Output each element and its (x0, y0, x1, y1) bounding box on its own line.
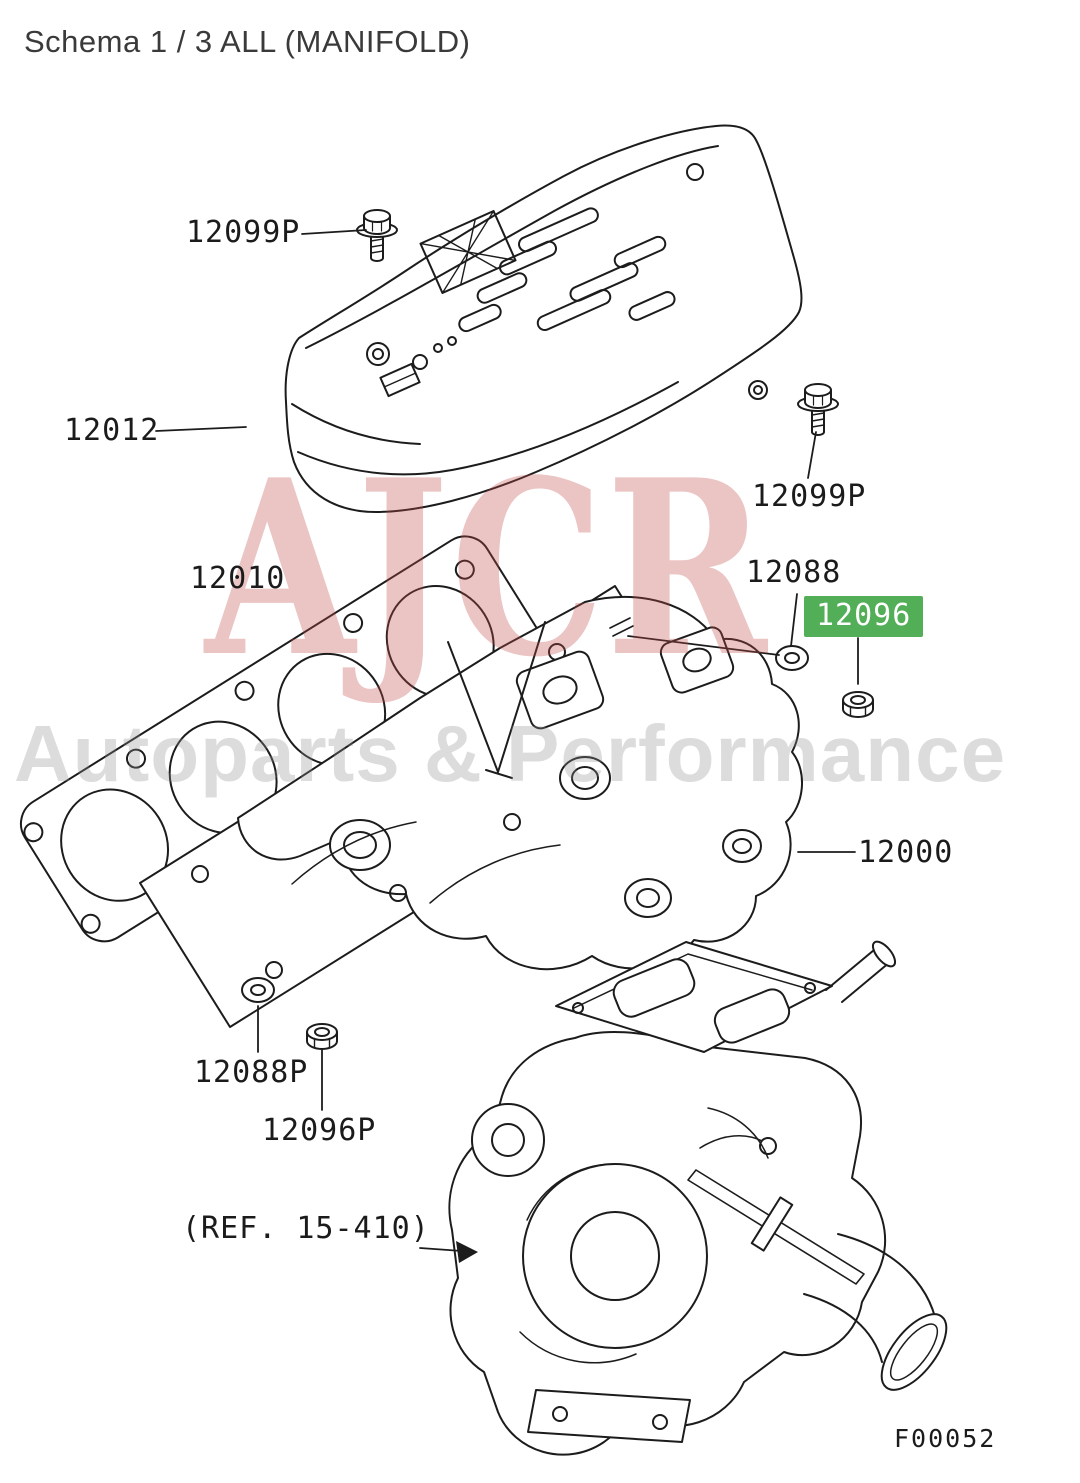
turbocharger-drawing (448, 940, 948, 1456)
part-label-12099P-top[interactable]: 12099P (186, 215, 301, 250)
nut-icon-bottom (306, 1023, 338, 1050)
leader-lines (155, 229, 859, 1263)
part-label-12088[interactable]: 12088 (746, 555, 842, 590)
heat-shield-drawing (284, 124, 803, 513)
part-label-12096-selected[interactable]: 12096 (804, 596, 924, 637)
washer-icon-bottom (241, 977, 275, 1003)
part-label-12088P[interactable]: 12088P (194, 1055, 309, 1090)
part-label-12099P-right[interactable]: 12099P (752, 479, 867, 514)
part-label-12096P[interactable]: 12096P (262, 1113, 377, 1148)
flange-bolt-icon-right (797, 383, 839, 436)
part-label-12010[interactable]: 12010 (190, 561, 286, 596)
part-label-12012[interactable]: 12012 (64, 413, 160, 448)
reference-label: (REF. 15-410) (182, 1211, 430, 1246)
heat-shield-vent-slots (458, 207, 676, 333)
nut-icon-right (842, 691, 874, 718)
manifold-gasket-drawing (19, 535, 550, 943)
reference-arrowhead (456, 1241, 478, 1263)
flange-bolt-icon-top (356, 209, 398, 262)
figure-code: F00052 (894, 1424, 997, 1453)
page-title: Schema 1 / 3 ALL (MANIFOLD) (24, 24, 471, 59)
exhaust-manifold-drawing (139, 585, 803, 1028)
heat-shield-hatch-plate (419, 210, 517, 294)
washer-icon-right (775, 645, 809, 671)
part-label-12000[interactable]: 12000 (858, 835, 954, 870)
